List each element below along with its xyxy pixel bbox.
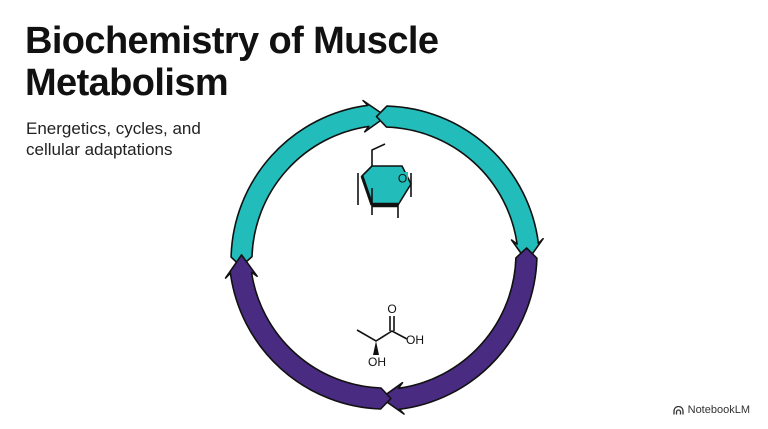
- lactic-acid-carbonyl-o: O: [387, 302, 396, 316]
- slide-title: Biochemistry of Muscle Metabolism: [25, 20, 439, 104]
- slide-title-line-1: Biochemistry of Muscle: [25, 20, 439, 62]
- slide-title-line-2: Metabolism: [25, 62, 229, 104]
- lactic-acid-wedge-bond: [373, 341, 379, 355]
- brand-label: NotebookLM: [687, 404, 750, 416]
- cycle-arc-bottom-right: [380, 247, 538, 415]
- glucose-side-chain: [371, 143, 386, 166]
- slide-subtitle-line-2: cellular adaptations: [26, 140, 173, 159]
- notebooklm-watermark: NotebookLM: [672, 404, 750, 416]
- slide-subtitle: Energetics, cycles, and cellular adaptat…: [26, 118, 201, 160]
- lactic-acid-alcohol-oh: OH: [368, 355, 386, 369]
- ring-o-backdrop: [397, 172, 408, 185]
- glucose-ring-oxygen-label: O: [398, 172, 407, 186]
- lactic-acid-icon: O OH OH: [356, 302, 424, 369]
- lactic-acid-backbone: [356, 329, 408, 342]
- slide-subtitle-line-1: Energetics, cycles, and: [26, 119, 201, 138]
- glucose-ring-icon: O: [357, 143, 412, 218]
- cycle-arc-bottom-left: [224, 254, 392, 410]
- glucose-bold-edge-2: [360, 175, 374, 206]
- notebooklm-logo-icon: [672, 405, 684, 414]
- lactic-acid-acid-oh: OH: [406, 333, 424, 347]
